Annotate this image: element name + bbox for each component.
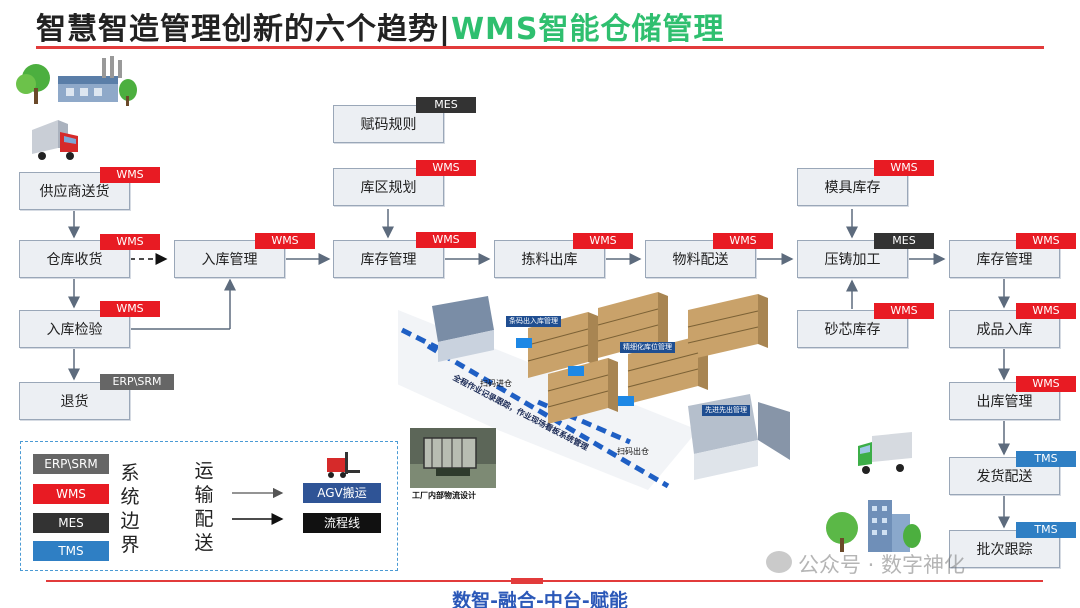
tag-wms: WMS (573, 233, 633, 249)
box-label: 砂芯库存 (824, 322, 881, 338)
green-truck-icon (858, 432, 912, 474)
legend-transport-char: 配 (194, 508, 214, 530)
label-scan-in: 扫码进仓 (480, 379, 512, 388)
legend-flow-line: 流程线 (303, 513, 381, 533)
factory-icon (16, 56, 137, 106)
legend: ERP\SRM WMS MES TMS 系 统 边 界 运 输 配 送 AGV搬… (20, 441, 398, 571)
tag-erp-srm: ERP\SRM (100, 374, 174, 390)
box-inventory-management-2: 库存管理 (949, 240, 1060, 278)
wechat-icon (766, 551, 792, 573)
box-inbound-management: 入库管理 (174, 240, 285, 278)
tag-wms: WMS (416, 232, 476, 248)
tag-wms: WMS (874, 160, 934, 176)
legend-agv: AGV搬运 (303, 483, 381, 503)
legend-erp-srm: ERP\SRM (33, 454, 109, 474)
label-shelf-management: 精细化库位管理 (620, 342, 675, 353)
tag-mes: MES (416, 97, 476, 113)
footer-rule (46, 580, 511, 582)
box-label: 仓库收货 (46, 252, 103, 268)
box-label: 模具库存 (824, 180, 881, 196)
agv-forklift-icon (327, 452, 360, 478)
label-barcode-management: 条码出入库管理 (506, 316, 561, 327)
box-label: 退货 (60, 394, 89, 410)
box-label: 入库检验 (46, 322, 103, 338)
box-label: 库存管理 (976, 252, 1033, 268)
tag-tms: TMS (1016, 522, 1076, 538)
factory-logistics-photo (410, 428, 496, 488)
tag-wms: WMS (1016, 376, 1076, 392)
tag-wms: WMS (713, 233, 773, 249)
tag-wms: WMS (416, 160, 476, 176)
box-label: 库存管理 (360, 252, 417, 268)
tag-tms: TMS (1016, 451, 1076, 467)
tag-wms: WMS (1016, 303, 1076, 319)
legend-system-char: 系 (120, 462, 140, 484)
title-main: 智慧智造管理创新的六个趋势| (36, 12, 451, 47)
title-accent: WMS智能仓储管理 (450, 12, 725, 47)
tag-wms: WMS (100, 167, 160, 183)
city-buildings-icon (826, 500, 921, 552)
box-label: 入库管理 (201, 252, 258, 268)
box-label: 赋码规则 (360, 117, 417, 133)
box-supplier-delivery: 供应商送货 (19, 172, 130, 210)
watermark: 公众号 · 数字神化 (798, 553, 966, 577)
footer-mark (511, 578, 543, 584)
legend-system-char: 界 (120, 534, 140, 556)
legend-transport-char: 输 (194, 484, 214, 506)
box-label: 发货配送 (976, 469, 1033, 485)
box-label: 成品入库 (976, 322, 1033, 338)
tag-wms: WMS (1016, 233, 1076, 249)
box-material-delivery: 物料配送 (645, 240, 756, 278)
red-truck-icon (32, 120, 78, 160)
tag-wms: WMS (255, 233, 315, 249)
box-label: 压铸加工 (824, 252, 881, 268)
tag-wms: WMS (100, 301, 160, 317)
footer-slogan: 数智-融合-中台-赋能 (452, 590, 628, 608)
legend-transport-char: 送 (194, 532, 214, 554)
tag-wms: WMS (874, 303, 934, 319)
legend-mes: MES (33, 513, 109, 533)
legend-transport-char: 运 (194, 460, 214, 482)
box-label: 供应商送货 (39, 184, 110, 200)
legend-system-char: 边 (120, 510, 140, 532)
box-label: 拣料出库 (521, 252, 578, 268)
box-inventory-management: 库存管理 (333, 240, 444, 278)
title-rule (36, 46, 1044, 49)
tag-mes: MES (874, 233, 934, 249)
label-fifo-management: 先进先出管理 (702, 405, 750, 416)
label-scan-out: 扫码出仓 (617, 447, 649, 456)
tag-wms: WMS (100, 234, 160, 250)
box-label: 库区规划 (360, 180, 417, 196)
legend-tms: TMS (33, 541, 109, 561)
page-title: 智慧智造管理创新的六个趋势|WMS智能仓储管理 (36, 4, 725, 48)
footer-rule (515, 580, 1043, 582)
box-sand-core-inventory: 砂芯库存 (797, 310, 908, 348)
box-label: 出库管理 (976, 394, 1033, 410)
box-label: 批次跟踪 (976, 542, 1033, 558)
label-factory-logistics: 工厂内部物流设计 (412, 491, 476, 500)
legend-system-char: 统 (120, 486, 140, 508)
legend-wms: WMS (33, 484, 109, 504)
box-label: 物料配送 (672, 252, 729, 268)
